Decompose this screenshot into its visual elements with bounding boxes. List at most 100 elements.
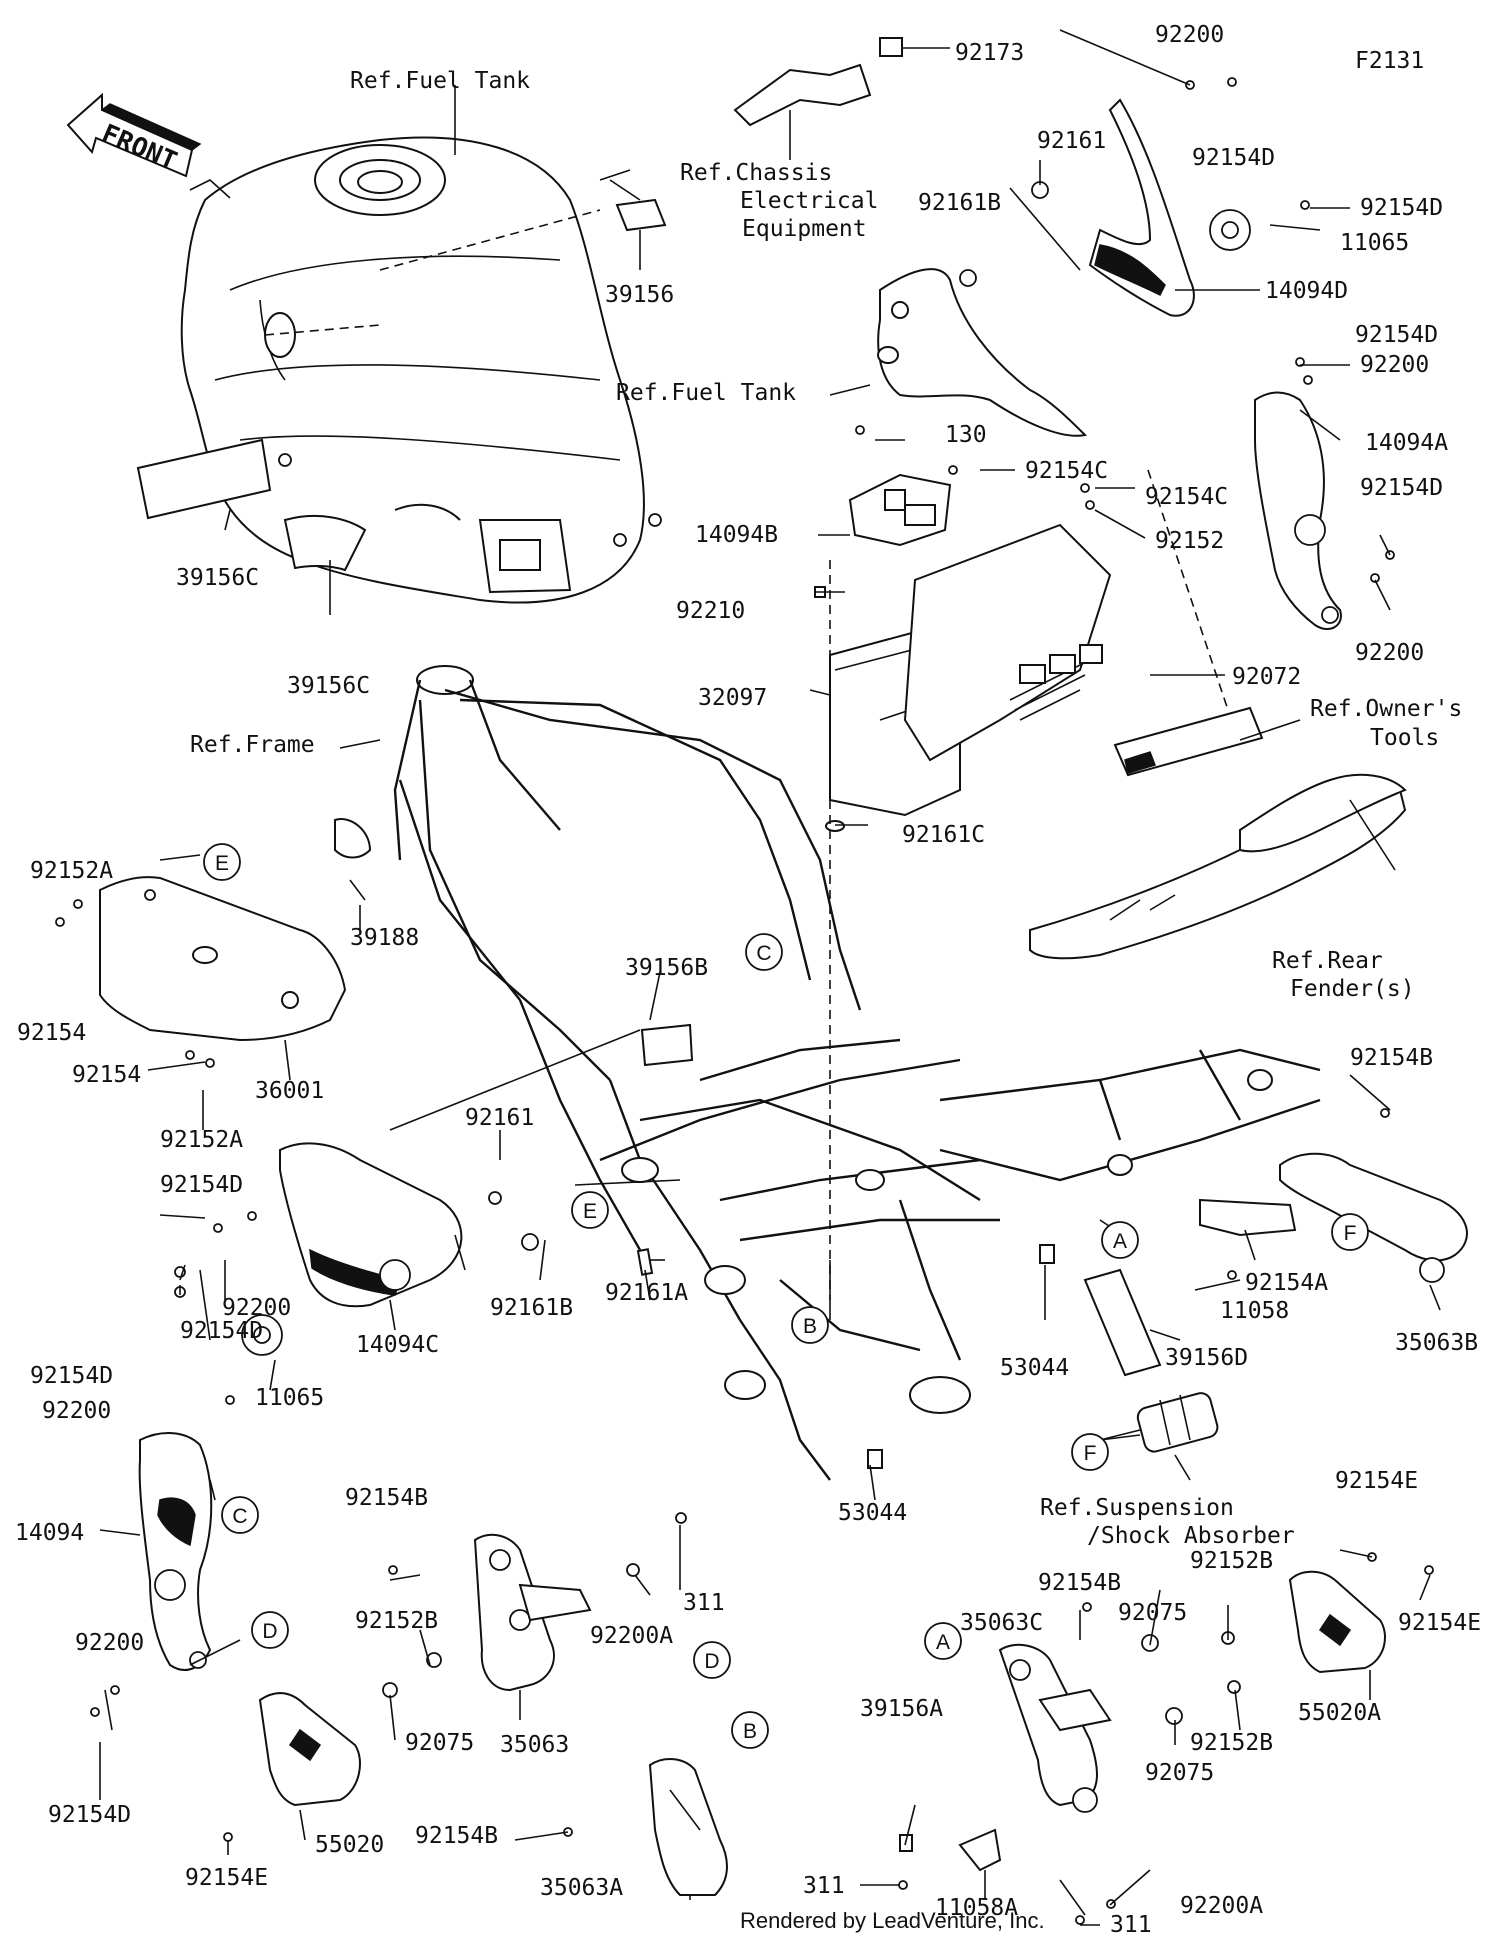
label-92154E-c: 92154E <box>1398 1610 1481 1636</box>
label-92152B-c: 92152B <box>1190 1730 1273 1756</box>
label-14094B: 14094B <box>695 522 778 548</box>
label-92200A-a: 92200A <box>590 1623 673 1649</box>
ref-chassis-3: Equipment <box>742 216 867 242</box>
cap-11065-mid <box>241 1314 283 1356</box>
svg-text:A: A <box>936 1631 950 1654</box>
ref-owners-tools-2: Tools <box>1370 725 1439 751</box>
label-11058: 11058 <box>1220 1298 1289 1324</box>
label-92161B-mid: 92161B <box>490 1295 573 1321</box>
label-11065-mid: 11065 <box>255 1385 324 1411</box>
decal-39156C-a <box>136 438 272 520</box>
label-39156D: 39156D <box>1165 1345 1248 1371</box>
label-92154D-m2: 92154D <box>180 1318 263 1344</box>
label-92152B-b: 92152B <box>1190 1548 1273 1574</box>
main-frame <box>393 665 1321 1481</box>
label-92154E-a: 92154E <box>185 1865 268 1891</box>
label-92200-m1: 92200 <box>222 1295 291 1321</box>
cover-36001 <box>99 876 347 1042</box>
label-92154-a: 92154 <box>17 1020 86 1046</box>
svg-text:E: E <box>583 1200 597 1223</box>
svg-text:C: C <box>232 1505 247 1528</box>
label-92154D-r2: 92154D <box>1355 322 1438 348</box>
svg-text:D: D <box>704 1650 719 1673</box>
label-55020: 55020 <box>315 1832 384 1858</box>
step-bracket-35063B <box>1279 1152 1468 1283</box>
label-92154C-a: 92154C <box>1025 458 1108 484</box>
label-92152B-a: 92152B <box>355 1608 438 1634</box>
electrical-bracket <box>733 37 950 127</box>
label-92075-c: 92075 <box>1145 1760 1214 1786</box>
ref-rear-fender-2: Fender(s) <box>1290 976 1415 1002</box>
label-92161-top: 92161 <box>1037 128 1106 154</box>
label-39156C-a: 39156C <box>176 565 259 591</box>
label-92161A: 92161A <box>605 1280 688 1306</box>
ref-suspension-1: Ref.Suspension <box>1040 1495 1234 1521</box>
decal-39156 <box>615 198 667 232</box>
label-92200-m3: 92200 <box>42 1398 111 1424</box>
callout-B-upper: B <box>791 1306 829 1344</box>
label-92154B-c: 92154B <box>1038 1570 1121 1596</box>
ref-fuel-tank-top: Ref.Fuel Tank <box>350 68 530 94</box>
label-39156: 39156 <box>605 282 674 308</box>
svg-text:B: B <box>803 1315 817 1338</box>
label-35063C: 35063C <box>960 1610 1043 1636</box>
tank-side-cover <box>877 268 1088 437</box>
decal-39156D <box>1083 1268 1162 1377</box>
callout-D-upper: D <box>251 1611 289 1649</box>
svg-text:F: F <box>1084 1442 1097 1465</box>
cover-14094A <box>1254 391 1342 630</box>
callout-A-lower: A <box>924 1622 962 1660</box>
label-92154D-m1: 92154D <box>160 1172 243 1198</box>
ref-chassis-2: Electrical <box>740 188 878 214</box>
label-14094A: 14094A <box>1365 430 1448 456</box>
label-92154A: 92154A <box>1245 1270 1328 1296</box>
label-92154D-r1: 92154D <box>1360 195 1443 221</box>
label-39156A: 39156A <box>860 1696 943 1722</box>
tool-strap <box>1113 706 1264 777</box>
label-14094D: 14094D <box>1265 278 1348 304</box>
label-14094C: 14094C <box>356 1332 439 1358</box>
label-92154C-b: 92154C <box>1145 484 1228 510</box>
label-32097: 32097 <box>698 685 767 711</box>
label-92075-b: 92075 <box>1118 1600 1187 1626</box>
label-92161-mid: 92161 <box>465 1105 534 1131</box>
cover-14094 <box>138 1432 213 1671</box>
label-92154D-r3: 92154D <box>1360 475 1443 501</box>
step-bracket-35063A <box>648 1758 728 1896</box>
label-11058A: 11058A <box>935 1895 1018 1921</box>
label-92152A-a: 92152A <box>30 858 113 884</box>
label-55020A: 55020A <box>1298 1700 1381 1726</box>
guard-55020A <box>1288 1570 1386 1674</box>
callout-D-lower: D <box>693 1641 731 1679</box>
label-36001: 36001 <box>255 1078 324 1104</box>
callout-B-lower: B <box>731 1711 769 1749</box>
callout-F-upper: F <box>1331 1213 1369 1251</box>
label-92072: 92072 <box>1232 664 1301 690</box>
label-92200-r3: 92200 <box>1355 640 1424 666</box>
leader-lines <box>99 29 1441 1926</box>
label-39188: 39188 <box>350 925 419 951</box>
label-92154D-l: 92154D <box>48 1802 131 1828</box>
svg-text:A: A <box>1113 1230 1127 1253</box>
label-39156C-b: 39156C <box>287 673 370 699</box>
svg-text:D: D <box>262 1620 277 1643</box>
guard-55020 <box>258 1692 361 1807</box>
shock-absorber <box>1099 1392 1219 1453</box>
label-92075-a: 92075 <box>405 1730 474 1756</box>
label-14094: 14094 <box>15 1520 84 1546</box>
cover-14094C <box>279 1142 463 1308</box>
label-92200A-b: 92200A <box>1180 1893 1263 1919</box>
callout-E-lower: E <box>571 1191 609 1229</box>
figure-code: F2131 <box>1355 48 1424 74</box>
bushing-53044-b <box>867 1449 883 1469</box>
dashed-lines <box>264 209 1229 1300</box>
ref-fuel-tank-mid: Ref.Fuel Tank <box>616 380 796 406</box>
footer-credit: Rendered by LeadVenture, Inc. <box>740 1908 1045 1933</box>
label-92154B-b: 92154B <box>415 1823 498 1849</box>
label-35063A: 35063A <box>540 1875 623 1901</box>
ref-rear-fender-1: Ref.Rear <box>1272 948 1383 974</box>
frame-decal-39188 <box>334 818 372 859</box>
bracket-11058 <box>1199 1198 1297 1237</box>
decal-39156C-b <box>283 514 367 572</box>
